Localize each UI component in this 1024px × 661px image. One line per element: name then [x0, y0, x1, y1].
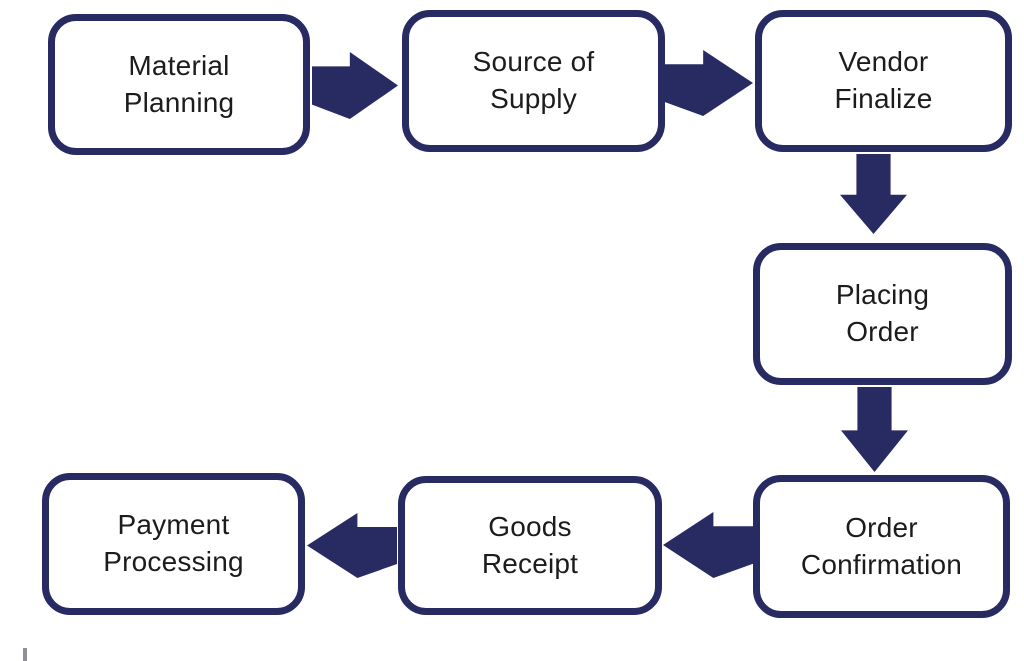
node-label-line: Confirmation	[800, 548, 963, 580]
node-goods-receipt-label: Goods Receipt	[482, 509, 578, 583]
node-label-line: Source of	[472, 46, 595, 78]
node-label-line: Payment	[117, 509, 230, 541]
node-source-of-supply: Source of Supply	[402, 10, 665, 152]
stray-caret-mark	[23, 648, 27, 661]
arrow-goods-receipt-to-payment-processing-icon	[307, 513, 397, 578]
node-order-confirmation-label: Order Confirmation	[801, 510, 962, 584]
node-label-line: Receipt	[481, 547, 579, 579]
node-payment-processing-label: Payment Processing	[103, 507, 244, 581]
node-order-confirmation: Order Confirmation	[753, 475, 1010, 618]
arrow-placing-order-to-order-confirmation-icon	[841, 387, 908, 472]
node-source-of-supply-label: Source of Supply	[473, 44, 595, 118]
node-label-line: Order	[846, 316, 919, 347]
arrow-order-confirmation-to-goods-receipt-icon	[663, 512, 753, 578]
node-vendor-finalize: Vendor Finalize	[755, 10, 1012, 152]
node-label-line: Finalize	[834, 83, 933, 114]
node-label-line: Processing	[103, 546, 244, 577]
node-label-line: Goods	[488, 510, 572, 542]
node-material-planning: Material Planning	[48, 14, 310, 155]
node-goods-receipt: Goods Receipt	[398, 476, 662, 615]
node-payment-processing: Payment Processing	[42, 473, 305, 615]
node-material-planning-label: Material Planning	[124, 48, 235, 122]
node-label-line: Supply	[490, 83, 577, 114]
node-vendor-finalize-label: Vendor Finalize	[834, 44, 932, 118]
node-label-line: Material	[128, 49, 230, 81]
arrow-vendor-finalize-to-placing-order-icon	[840, 154, 907, 234]
node-label-line: Order	[845, 511, 918, 543]
node-label-line: Planning	[123, 86, 235, 118]
node-placing-order-label: Placing Order	[836, 277, 929, 351]
node-label-line: Vendor	[838, 46, 929, 78]
node-placing-order: Placing Order	[753, 243, 1012, 385]
arrow-source-of-supply-to-vendor-finalize-icon	[664, 50, 753, 116]
arrow-material-planning-to-source-of-supply-icon	[312, 52, 398, 119]
node-label-line: Placing	[835, 279, 930, 311]
